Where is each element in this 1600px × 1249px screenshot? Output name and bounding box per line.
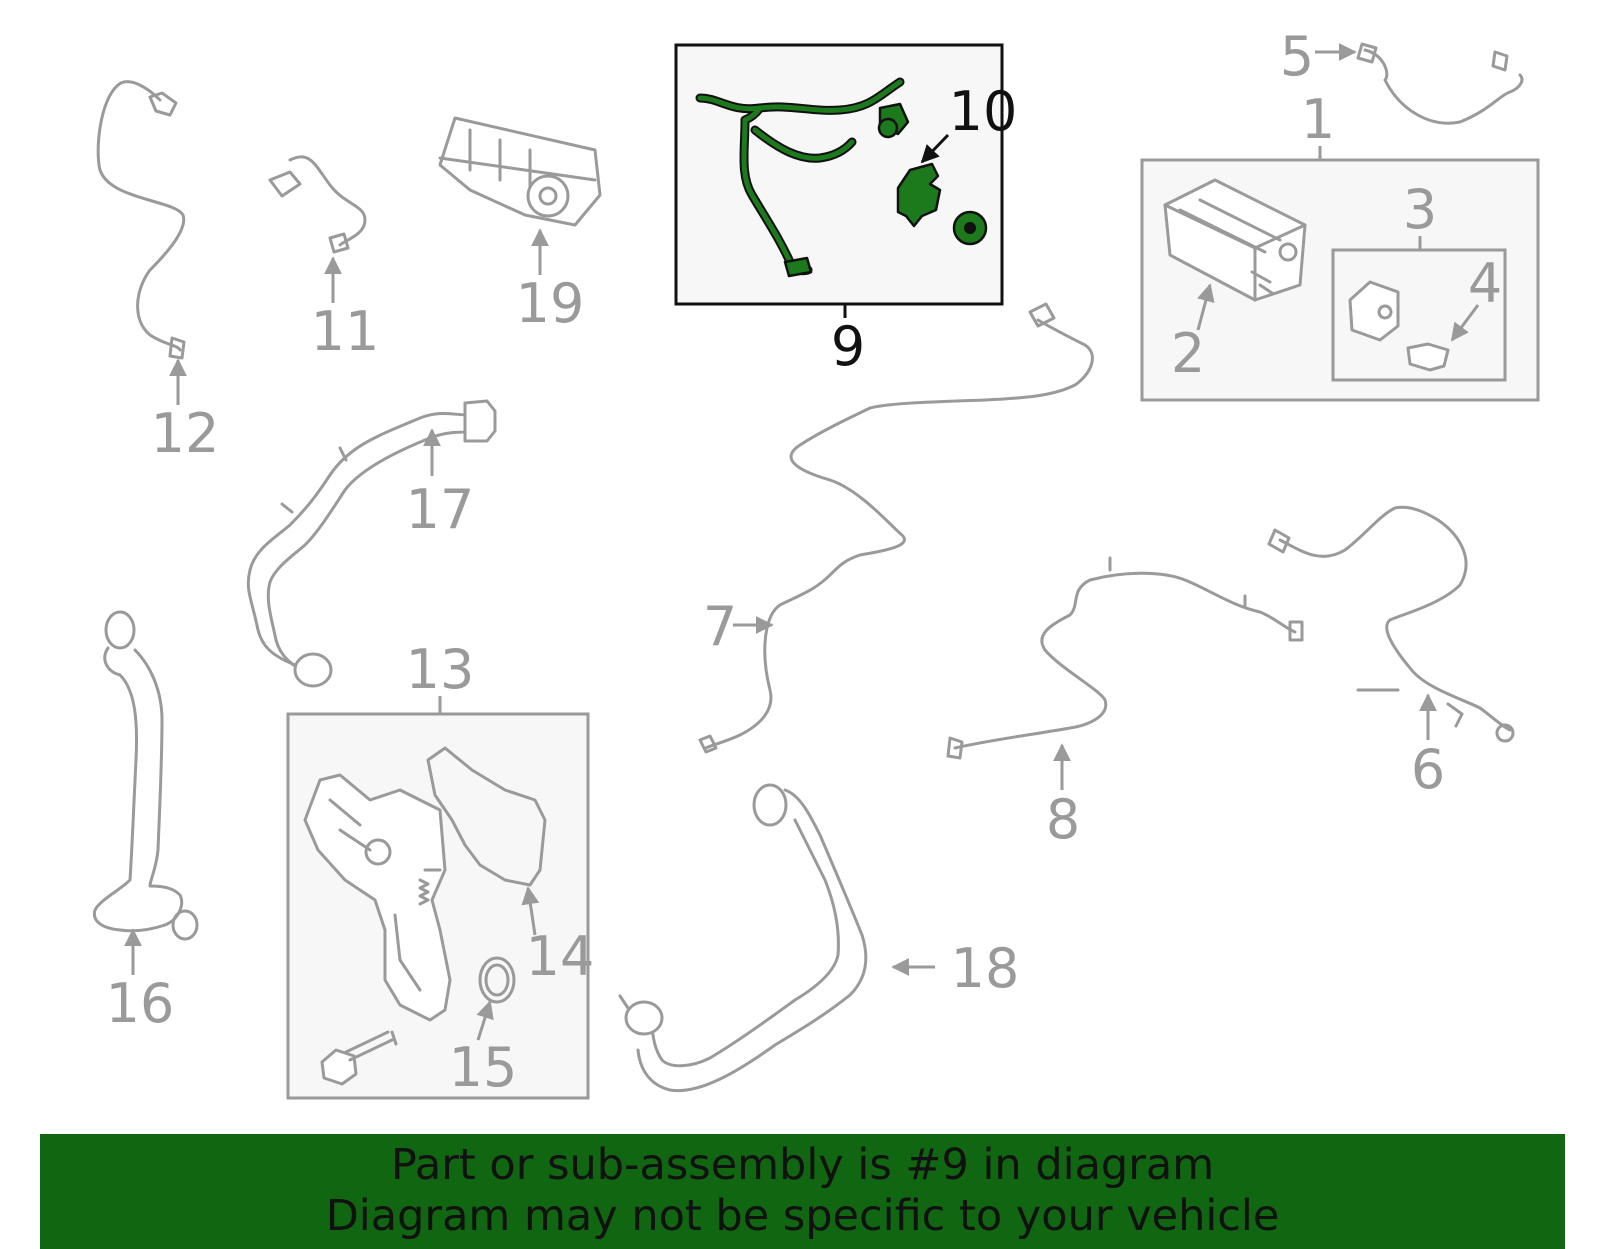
callout-18: 18 xyxy=(951,937,1020,1000)
callout-6: 6 xyxy=(1411,738,1445,801)
callout-17: 17 xyxy=(406,478,475,541)
callout-3: 3 xyxy=(1403,178,1437,241)
callout-2: 2 xyxy=(1171,322,1205,385)
part-3-filter[interactable] xyxy=(1348,280,1400,342)
callout-13: 13 xyxy=(406,638,475,701)
part-13-box xyxy=(286,712,590,1100)
callout-16: 16 xyxy=(106,972,175,1035)
callout-1: 1 xyxy=(1301,88,1335,151)
callout-12: 12 xyxy=(151,402,220,465)
part-4-fitting[interactable] xyxy=(1406,342,1450,372)
part-11-sensor[interactable] xyxy=(268,155,367,254)
callout-15: 15 xyxy=(449,1036,518,1099)
callout-14: 14 xyxy=(526,925,595,988)
callout-19: 19 xyxy=(516,272,585,335)
part-15-seal[interactable] xyxy=(478,956,516,1004)
part-6-line[interactable] xyxy=(1267,505,1515,743)
notice-line-1: Part or sub-assembly is #9 in diagram xyxy=(390,1140,1215,1190)
part-18-hose[interactable] xyxy=(618,783,868,1093)
part-9-harness[interactable] xyxy=(695,77,910,278)
callout-4: 4 xyxy=(1468,252,1502,315)
part-7-line[interactable] xyxy=(698,302,1094,754)
notice-line-2: Diagram may not be specific to your vehi… xyxy=(325,1191,1280,1241)
part-12-sensor-harness[interactable] xyxy=(96,80,186,360)
callout-10: 10 xyxy=(949,80,1018,143)
part-10-valve[interactable] xyxy=(896,162,988,246)
disclaimer-banner: Part or sub-assembly is #9 in diagram Di… xyxy=(40,1134,1565,1249)
part-13-bolt[interactable] xyxy=(320,1030,398,1086)
part-16-hose[interactable] xyxy=(92,610,199,941)
part-8-line[interactable] xyxy=(946,556,1304,760)
callout-5: 5 xyxy=(1280,25,1314,88)
part-5-tube[interactable] xyxy=(1356,42,1524,125)
part-9-box xyxy=(674,43,1004,306)
callout-11: 11 xyxy=(311,300,380,363)
callout-7: 7 xyxy=(703,595,737,658)
part-19-bracket[interactable] xyxy=(438,116,602,227)
part-14-gasket[interactable] xyxy=(426,746,547,887)
part-13-housing[interactable] xyxy=(303,773,452,1022)
callout-9: 9 xyxy=(831,315,865,378)
part-2-canister[interactable] xyxy=(1163,178,1307,302)
callout-8: 8 xyxy=(1046,788,1080,851)
